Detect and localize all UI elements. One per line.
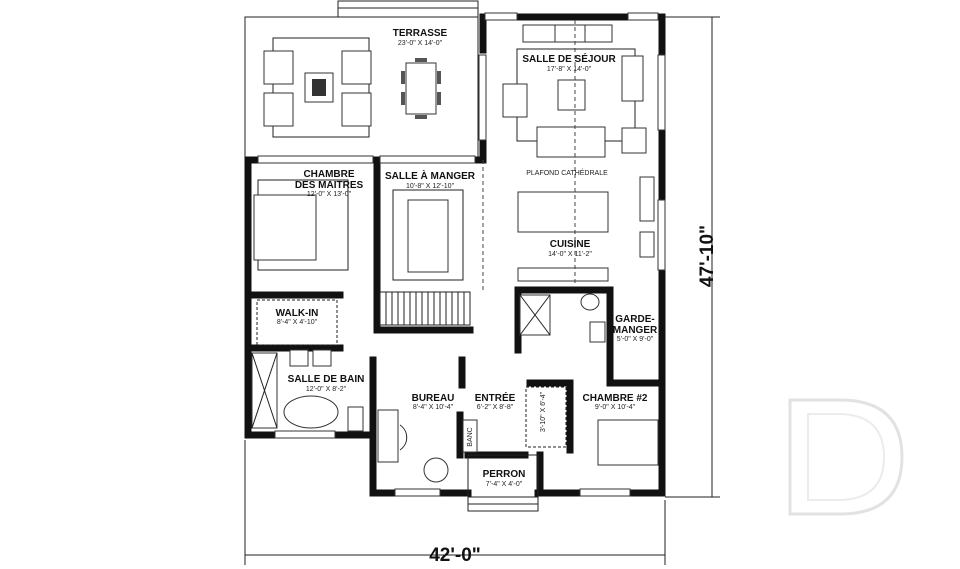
closet-size: 3'-10" X 6'-4"	[540, 391, 547, 432]
windows	[257, 12, 666, 497]
room-name-chambre-maitres: CHAMBRE	[303, 169, 354, 180]
room-name-salle-manger: SALLE À MANGER	[385, 169, 476, 182]
room-size-chambre-maitres: 12'-0" X 13'-0"	[307, 191, 352, 198]
ceiling-note: PLAFOND CATHÉDRALE	[526, 168, 608, 177]
terrasse-furniture	[263, 37, 441, 138]
bench-label: BANC	[467, 427, 474, 446]
depth-dimension: 47'-10"	[697, 225, 718, 287]
room-size-terrasse: 23'-0" X 14'-0"	[398, 40, 443, 47]
interior-furniture	[251, 24, 659, 483]
room-labels: TERRASSE 23'-0" X 14'-0" SALLE DE SÉJOUR…	[276, 28, 658, 488]
room-name-perron: PERRON	[483, 469, 526, 480]
room-name-chambre-maitres-2: DES MAITRES	[295, 180, 364, 191]
room-size-sejour: 17'-8" X 14'-0"	[547, 66, 592, 73]
room-size-chambre-2: 9'-0" X 10'-4"	[595, 404, 636, 411]
room-name-terrasse: TERRASSE	[393, 28, 448, 39]
room-name-chambre-2: CHAMBRE #2	[582, 393, 647, 404]
room-name-walk-in: WALK-IN	[276, 308, 319, 319]
room-name-sejour: SALLE DE SÉJOUR	[522, 52, 616, 65]
room-size-salle-manger: 10'-8" X 12'-10"	[406, 183, 455, 190]
room-size-entree: 6'-2" X 8'-8"	[477, 404, 514, 411]
room-size-bureau: 8'-4" X 10'-4"	[413, 404, 454, 411]
room-name-bureau: BUREAU	[412, 393, 455, 404]
width-dimension: 42'-0"	[429, 545, 481, 566]
deck-step	[337, 0, 479, 18]
stairs	[379, 291, 471, 326]
room-size-perron: 7'-4" X 4'-0"	[486, 481, 523, 488]
dimension-lines	[244, 16, 720, 565]
room-size-cuisine: 14'-0" X 11'-2"	[548, 251, 592, 258]
room-name-salle-bain: SALLE DE BAIN	[288, 374, 365, 385]
room-size-salle-bain: 12'-0" X 8'-2"	[306, 386, 347, 393]
logo-d	[788, 398, 904, 516]
room-size-walk-in: 8'-4" X 4'-10"	[277, 319, 318, 326]
room-name-cuisine: CUISINE	[550, 239, 591, 250]
room-name-garde-manger-2: MANGER	[613, 325, 658, 336]
room-size-garde-manger: 5'-0" X 9'-0"	[617, 336, 654, 343]
room-name-garde-manger: GARDE-	[615, 314, 654, 325]
room-name-entree: ENTRÉE	[475, 391, 516, 404]
